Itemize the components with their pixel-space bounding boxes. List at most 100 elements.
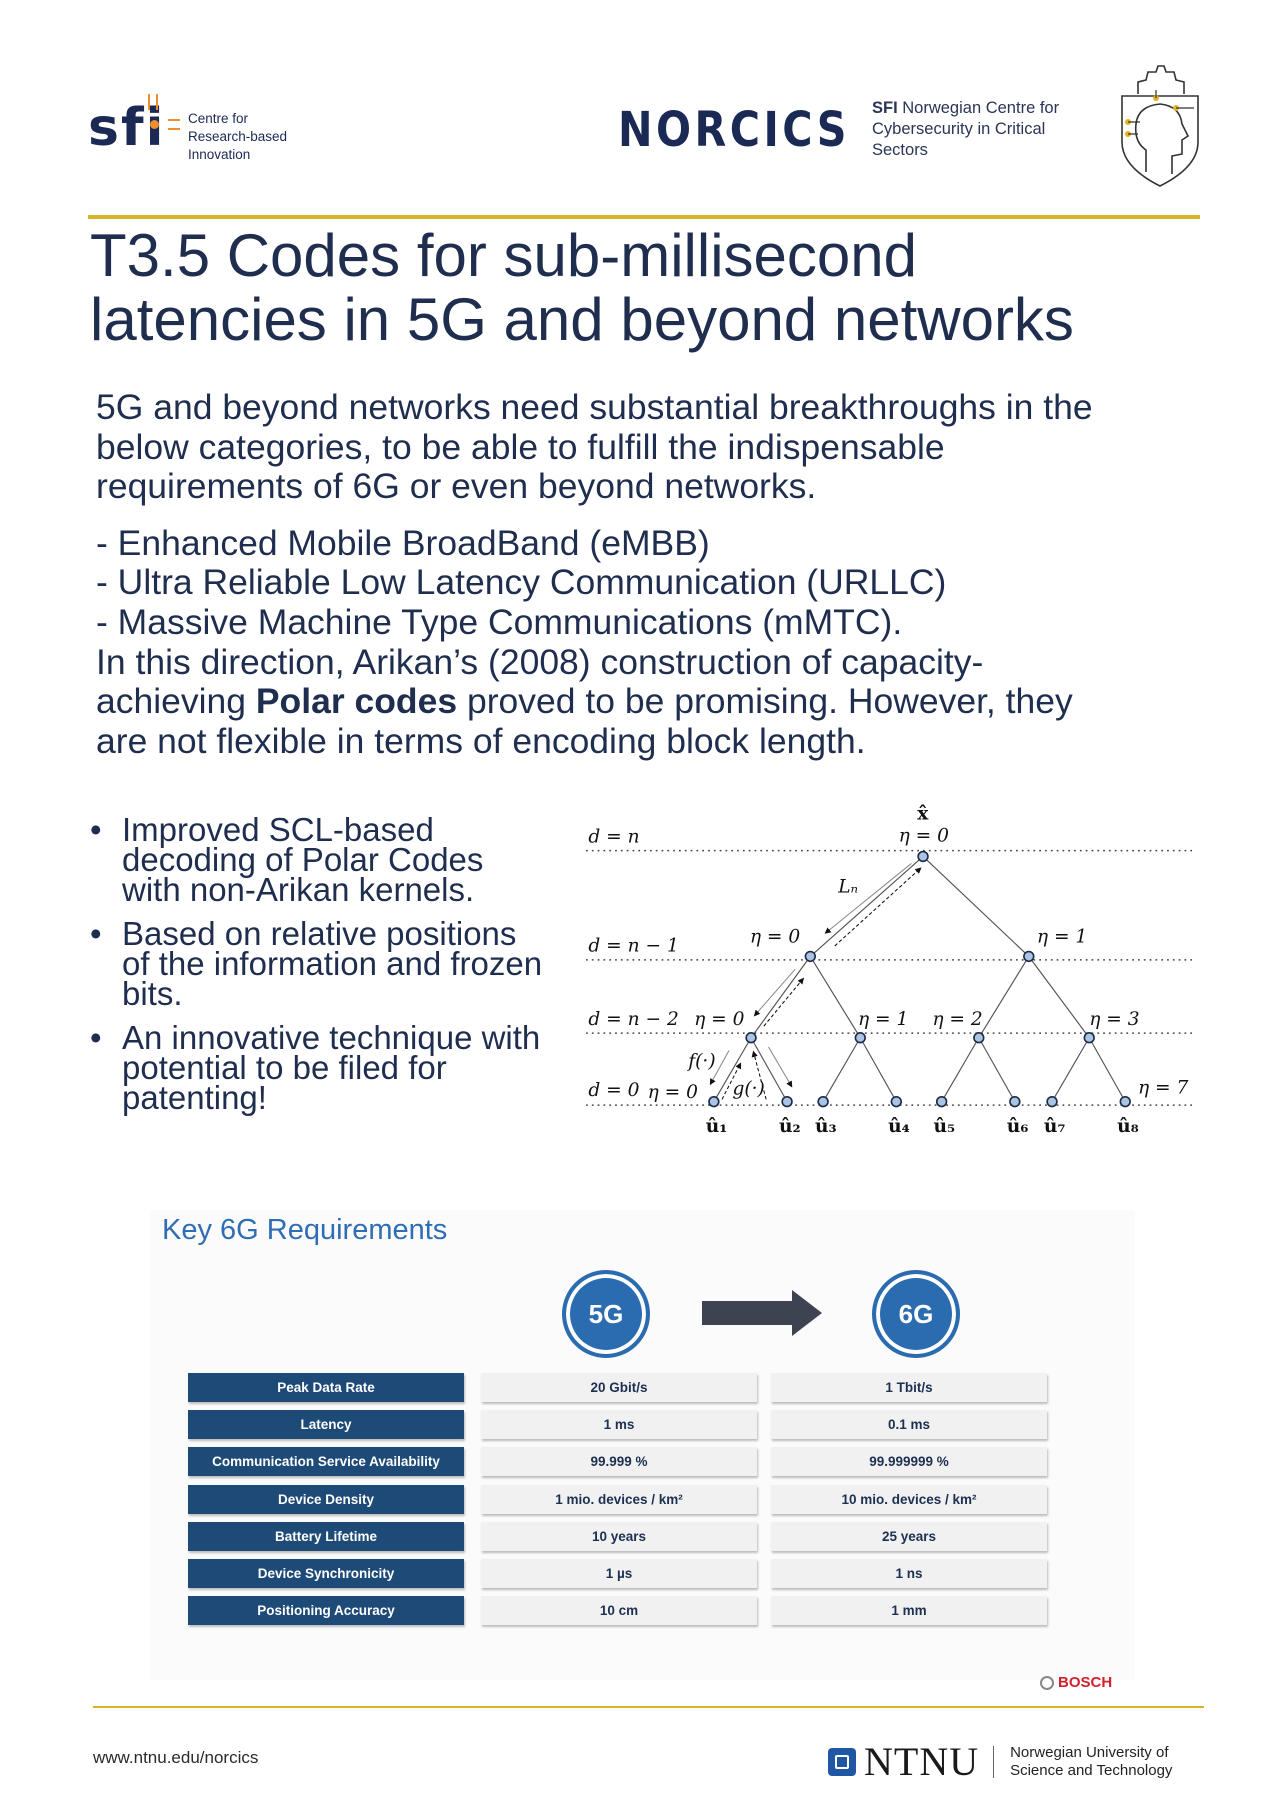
ntnu-sub-line: Science and Technology	[1010, 1761, 1173, 1779]
requirement-label: Battery Lifetime	[188, 1521, 464, 1551]
leaf-label: û₇	[1044, 1116, 1066, 1137]
edge-label: Lₙ	[837, 876, 858, 897]
tree-edge	[822, 1037, 861, 1102]
intro-line: In this direction, Arikan’s (2008) const…	[96, 641, 984, 682]
value-5g: 99.999 %	[481, 1447, 757, 1477]
bullet-icon: •	[90, 811, 102, 848]
depth-label: d = n − 1	[588, 936, 678, 957]
depth-label: d = n − 2	[588, 1009, 678, 1030]
norcics-subtitle: SFI Norwegian Centre for Cybersecurity i…	[872, 98, 1059, 161]
value-5g: 1 µs	[481, 1559, 757, 1588]
sfi-logo-dot	[150, 120, 159, 129]
table-row: Battery Lifetime 10 years 25 years	[188, 1521, 1048, 1551]
sfi-text-line: Innovation	[188, 147, 251, 162]
tree-edge	[809, 856, 924, 957]
depth-label: d = 0	[588, 1080, 639, 1101]
requirement-label: Peak Data Rate	[188, 1373, 464, 1402]
title-line: T3.5 Codes for sub-millisecond	[90, 222, 918, 289]
intro-fragment: achieving	[96, 681, 256, 722]
list-item: • Based on relative positions of the info…	[88, 915, 548, 1010]
value-5g: 1 mio. devices / km²	[481, 1484, 757, 1514]
tree-node	[1009, 1095, 1021, 1108]
llr-arrow	[753, 968, 796, 1017]
header-divider	[88, 215, 1200, 219]
value-5g: 1 ms	[481, 1410, 757, 1440]
value-6g: 10 mio. devices / km²	[771, 1484, 1047, 1514]
list-item: • Improved SCL-based decoding of Polar Co…	[88, 811, 548, 906]
arrow-right-icon-head	[792, 1290, 822, 1336]
tree-node	[854, 1032, 866, 1044]
tree-edge	[978, 956, 1030, 1039]
leaf-label: û₅	[933, 1116, 955, 1137]
tree-edge	[941, 1037, 980, 1102]
tree-nodes	[708, 850, 1131, 1108]
tree-node	[935, 1095, 948, 1108]
norcics-sub-line: Sectors	[872, 141, 928, 159]
depth-label: d = n	[588, 827, 639, 848]
sfi-logo-bars	[148, 94, 158, 110]
shield-gear-head-icon	[1121, 65, 1199, 187]
bosch-icon	[1040, 1675, 1054, 1690]
value-6g: 1 ns	[771, 1559, 1047, 1588]
intro-line: below categories, to be able to fulfill …	[96, 426, 945, 467]
sfi-logo: sfi Centre for Research-based Innovation	[88, 92, 308, 164]
value-6g: 25 years	[771, 1521, 1047, 1551]
eta-label: η = 7	[1138, 1078, 1189, 1099]
arrow-right-icon	[702, 1301, 794, 1325]
decoding-arrows	[709, 863, 922, 1100]
llr-arrow	[768, 1046, 793, 1088]
category-item: - Massive Machine Type Communications (m…	[96, 601, 903, 642]
eta-label: η = 0	[899, 825, 950, 846]
value-5g: 10 years	[481, 1521, 757, 1551]
badge-5g: 5G	[562, 1270, 650, 1358]
tree-node	[781, 1095, 793, 1108]
tree-node	[708, 1095, 720, 1108]
intro-line: requirements of 6G or even beyond networ…	[96, 466, 817, 507]
tree-node	[804, 950, 817, 963]
sfi-logo-equals	[168, 119, 180, 130]
polar-codes-emphasis: Polar codes	[255, 681, 458, 722]
tree-node	[1119, 1095, 1131, 1108]
bosch-logo: BOSCH	[1040, 1674, 1112, 1691]
value-5g: 10 cm	[481, 1596, 757, 1626]
tree-edge	[750, 1037, 788, 1102]
tree-edge	[922, 856, 1030, 957]
tree-edge	[1051, 1037, 1090, 1102]
tree-node	[745, 1032, 757, 1044]
root-label: x̂	[917, 803, 929, 824]
page-title: T3.5 Codes for sub-millisecond latencies…	[90, 224, 1074, 352]
bullet-icon: •	[90, 915, 102, 952]
leaf-label: û₆	[1007, 1116, 1029, 1137]
intro-line: 5G and beyond networks need substantial …	[96, 387, 1093, 427]
leaf-label: û₁	[706, 1116, 728, 1137]
leaf-label: û₂	[779, 1116, 801, 1137]
llr-arrow	[824, 863, 912, 934]
highlights-list: • Improved SCL-based decoding of Polar Co…	[88, 811, 548, 1127]
sfi-text-line: Centre for	[188, 111, 249, 126]
eta-label: η = 0	[750, 926, 801, 947]
intro-text: 5G and beyond networks need substantial …	[96, 387, 1093, 761]
tree-node	[1023, 950, 1035, 963]
depth-lines	[586, 849, 1197, 1106]
feedback-arrow	[763, 977, 805, 1027]
intro-fragment: proved to be promising. However, they	[457, 681, 1073, 722]
list-item-text: Based on relative positions of the infor…	[122, 915, 543, 1012]
ntnu-logo: NTNU Norwegian University of Science and…	[828, 1738, 1172, 1785]
category-item: - Enhanced Mobile BroadBand (eMBB)	[96, 522, 710, 563]
feedback-arrow	[834, 867, 922, 947]
list-item-text: Improved SCL-based decoding of Polar Cod…	[122, 811, 484, 908]
tree-node	[1046, 1095, 1058, 1108]
f-function-label: f(·)	[686, 1051, 715, 1072]
polar-decoding-tree-diagram: x̂ d = n d = n − 1 d = n − 2 d = 0 η = 0…	[586, 803, 1197, 1137]
tree-edge	[713, 1037, 752, 1102]
leaf-label: û₄	[888, 1116, 910, 1137]
footer-url-link[interactable]: www.ntnu.edu/norcics	[93, 1748, 259, 1767]
tree-edge	[809, 956, 861, 1039]
ntnu-divider	[993, 1745, 995, 1778]
eta-label: η = 1	[858, 1009, 908, 1030]
eta-label: η = 0	[648, 1082, 699, 1103]
tree-edge	[1088, 1037, 1126, 1102]
